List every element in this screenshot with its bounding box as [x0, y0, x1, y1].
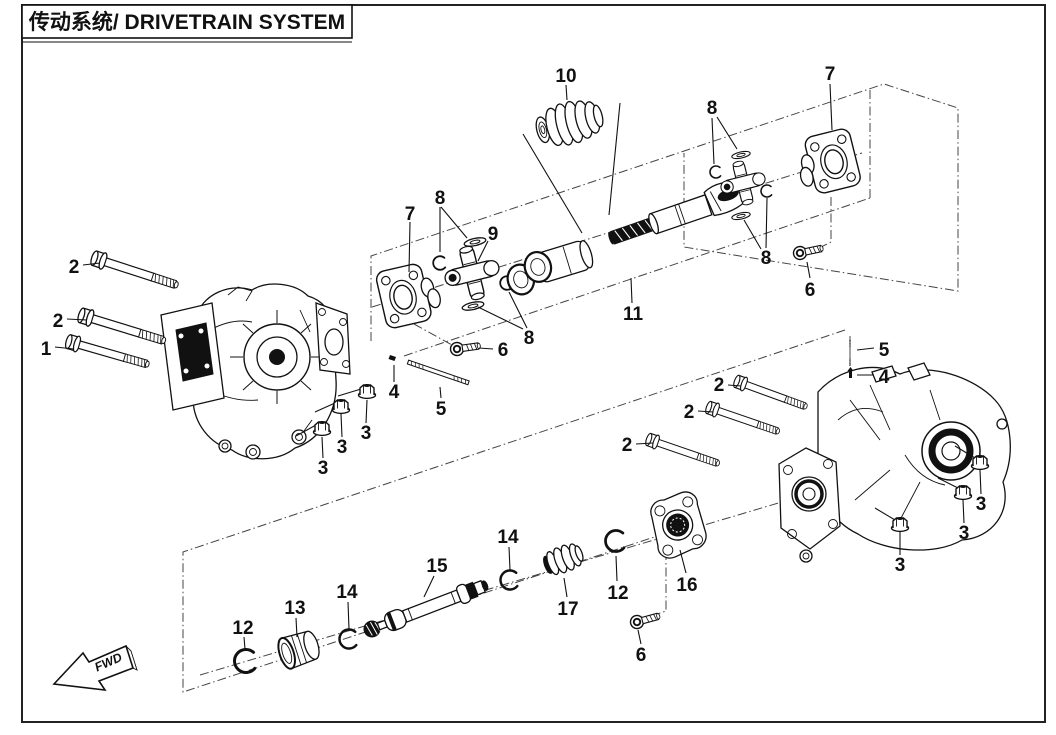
callout-4: 4	[389, 382, 400, 403]
callout-16: 16	[676, 575, 697, 596]
callout-leader-lines	[54, 83, 982, 650]
bolt-6-front	[448, 338, 483, 358]
stud-5-front	[406, 359, 470, 386]
circlip-8-right-a	[706, 162, 726, 182]
leader-bolt6-right	[818, 197, 832, 249]
coupler-13	[277, 630, 320, 670]
shaft-15	[363, 579, 489, 638]
callout-2: 2	[714, 375, 725, 396]
callout-6: 6	[498, 340, 509, 361]
washer-8-right-bottom	[730, 210, 752, 222]
flange-16	[650, 491, 707, 559]
callout-7: 7	[405, 204, 416, 225]
flange-yoke-7-left	[374, 259, 446, 331]
sliding-yoke	[506, 240, 594, 296]
callout-14: 14	[336, 582, 358, 603]
callout-6: 6	[636, 645, 647, 666]
snap-ring-14-left	[334, 624, 364, 654]
washer-8-right-top	[730, 149, 752, 161]
flange-yoke-7-right	[791, 126, 863, 199]
u-joint-9	[438, 239, 506, 307]
boot10-projection-line-right	[608, 102, 621, 216]
front-differential	[160, 283, 362, 460]
rear-differential	[778, 362, 1011, 563]
callout-2: 2	[69, 257, 80, 278]
bolt-2-rear-mid	[703, 399, 783, 440]
title-box: 传动系统/ DRIVETRAIN SYSTEM	[21, 4, 353, 43]
callout-5: 5	[436, 399, 447, 420]
fwd-arrow: FWD	[52, 644, 138, 691]
nut-3-front-c	[357, 383, 377, 400]
page-title: 传动系统/ DRIVETRAIN SYSTEM	[28, 10, 345, 34]
callout-2: 2	[622, 435, 633, 456]
bolt-2-front-top	[88, 248, 182, 295]
bolt-2-rear-low	[643, 431, 723, 472]
bolt-6-bottom	[628, 608, 663, 631]
callout-8: 8	[435, 188, 446, 209]
page-border	[21, 4, 1046, 723]
callout-3: 3	[959, 523, 970, 544]
callout-14: 14	[497, 527, 519, 548]
circlip-12-left	[228, 643, 264, 679]
bolt-6-right	[791, 240, 826, 262]
outline-front-propshaft-group	[370, 83, 959, 341]
stud-5-rear	[849, 340, 851, 366]
callout-12: 12	[232, 618, 253, 639]
callout-8: 8	[707, 98, 718, 119]
callout-3: 3	[361, 423, 372, 444]
callout-labels: 1 2 2 2 2 2 3 3 3 3 3 3 4 4 5 5 6 6 6 7 …	[41, 64, 987, 666]
washer-8-left-bottom	[460, 299, 486, 313]
circlip-12-right	[599, 524, 633, 558]
callout-13: 13	[284, 598, 305, 619]
callout-6: 6	[805, 280, 816, 301]
callout-8: 8	[761, 248, 772, 269]
boot10-projection-line-left	[522, 133, 583, 234]
callout-11: 11	[623, 304, 644, 325]
circlip-8-left-a	[429, 252, 451, 274]
leader-bolt6-bottom	[642, 551, 667, 620]
boot-17	[543, 543, 584, 576]
callout-15: 15	[426, 556, 448, 577]
callout-3: 3	[337, 437, 348, 458]
callout-3: 3	[318, 458, 329, 479]
callout-8: 8	[524, 328, 535, 349]
bolt-2-front-mid	[75, 305, 169, 350]
callout-7: 7	[825, 64, 836, 85]
callout-9: 9	[488, 224, 499, 245]
callout-17: 17	[557, 599, 578, 620]
boot-10	[535, 100, 604, 147]
bolt-1-front	[63, 332, 152, 374]
callout-5: 5	[879, 340, 890, 361]
callout-12: 12	[607, 583, 628, 604]
callout-10: 10	[555, 66, 576, 87]
pin-4-front	[388, 355, 396, 361]
bolt-2-rear-top	[731, 373, 810, 415]
pin-4-rear	[847, 367, 854, 378]
callout-3: 3	[976, 494, 987, 515]
leader-bolt6-left	[413, 323, 453, 346]
callout-2: 2	[53, 311, 64, 332]
callout-1: 1	[41, 339, 52, 360]
callout-2: 2	[684, 402, 695, 423]
callout-3: 3	[895, 555, 906, 576]
callout-4: 4	[879, 367, 890, 388]
